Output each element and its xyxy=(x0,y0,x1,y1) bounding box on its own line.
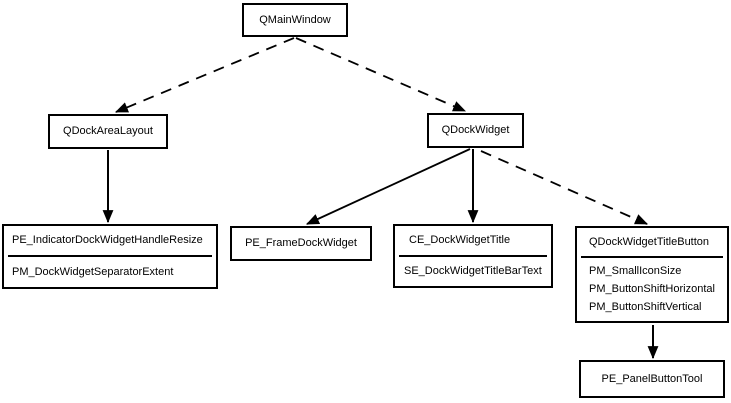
node-panelbuttontool: PE_PanelButtonTool xyxy=(579,360,725,398)
node-qmainwindow: QMainWindow xyxy=(242,3,348,37)
edge-qmainwindow-qdockwidget xyxy=(295,37,466,112)
record-separator-line xyxy=(581,256,723,258)
node-dock-separator: PE_IndicatorDockWidgetHandleResize PM_Do… xyxy=(2,224,218,289)
node-dockwidgettitle-title: CE_DockWidgetTitle xyxy=(409,234,511,246)
node-titlebutton-attr: PM_ButtonShiftHorizontal xyxy=(589,283,715,295)
edge-qdockwidget-framedockwidget xyxy=(306,148,471,225)
node-titlebutton-attr: PM_SmallIconSize xyxy=(589,265,682,277)
node-qdockwidget: QDockWidget xyxy=(427,113,524,148)
node-qdockarealayout-label: QDockAreaLayout xyxy=(63,125,153,137)
record-separator-line xyxy=(8,255,212,257)
node-framedockwidget-label: PE_FrameDockWidget xyxy=(245,237,357,249)
node-dockwidgettitle-attr: SE_DockWidgetTitleBarText xyxy=(404,265,542,277)
edge-qmainwindow-qdockarealayout xyxy=(114,37,295,113)
node-qmainwindow-label: QMainWindow xyxy=(259,13,331,26)
node-qdockarealayout: QDockAreaLayout xyxy=(48,114,168,149)
node-titlebutton-attr: PM_ButtonShiftVertical xyxy=(589,301,702,313)
node-dock-separator-attr: PM_DockWidgetSeparatorExtent xyxy=(12,265,174,278)
node-titlebutton-title: QDockWidgetTitleButton xyxy=(589,235,710,248)
node-dockwidgettitle: CE_DockWidgetTitle SE_DockWidgetTitleBar… xyxy=(393,224,553,288)
node-dock-separator-title: PE_IndicatorDockWidgetHandleResize xyxy=(12,234,203,246)
node-panelbuttontool-label: PE_PanelButtonTool xyxy=(601,372,703,385)
node-titlebutton: QDockWidgetTitleButton PM_SmallIconSize … xyxy=(575,226,729,323)
record-separator-line xyxy=(399,255,547,257)
edge-qdockwidget-titlebutton xyxy=(480,150,648,225)
node-framedockwidget: PE_FrameDockWidget xyxy=(230,226,372,261)
node-qdockwidget-label: QDockWidget xyxy=(441,124,510,136)
